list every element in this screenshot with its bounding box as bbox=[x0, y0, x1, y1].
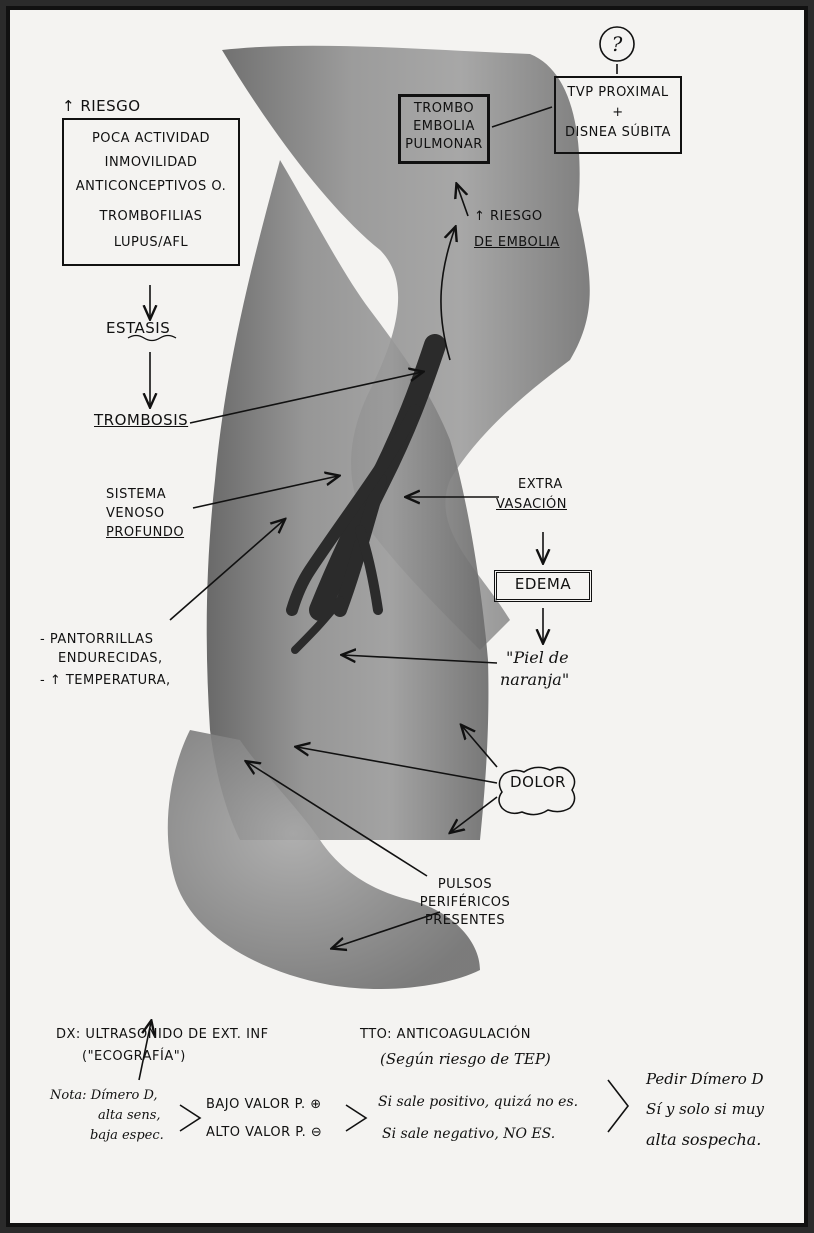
deep-system-line-2: VENOSO bbox=[106, 507, 165, 522]
tto-line-1: Tto: ANTICOAGULACIÓN bbox=[360, 1028, 531, 1043]
note-label-2: alta sens, bbox=[98, 1108, 161, 1124]
orange-peel-line-1: "Piel de bbox=[506, 648, 569, 667]
note-label-3: baja espec. bbox=[90, 1128, 164, 1144]
note-value-1: BAJO VALOR P. ⊕ bbox=[206, 1098, 322, 1113]
orange-peel-line-2: naranja" bbox=[500, 670, 569, 689]
risk-factor-1: Poca actividad bbox=[62, 132, 240, 147]
pulses-line-2: PERIFÉRICOS bbox=[410, 896, 520, 911]
tvp-line-3: DISNEA SÚBITA bbox=[554, 126, 682, 141]
tvp-line-2: + bbox=[554, 106, 682, 121]
pe-line-2: EMBOLIA bbox=[398, 120, 490, 135]
note-conclusion-2: Sí y solo si muy bbox=[646, 1100, 764, 1118]
dx-line-1: Dx: ULTRASONIDO DE EXT. INF bbox=[56, 1028, 269, 1043]
thrombosis-label: TROMBOSIS bbox=[94, 412, 188, 429]
risk-factor-2: Inmovilidad bbox=[62, 156, 240, 171]
calf-sign-3: - ↑ TEMPERATURA, bbox=[40, 674, 171, 689]
pain-label: DOLOR bbox=[496, 774, 580, 791]
risk-factor-5: Lupus/AFL bbox=[62, 236, 240, 251]
deep-system-line-3: PROFUNDO bbox=[106, 526, 184, 541]
tvp-line-1: TVP PROXIMAL bbox=[554, 86, 682, 101]
embolism-risk-line-1: ↑ RIESGO bbox=[474, 210, 543, 225]
dx-line-2: ("ECOGRAFÍA") bbox=[82, 1050, 186, 1065]
risk-factor-4: Trombofilias bbox=[62, 210, 240, 225]
risk-header: ↑ RIESGO bbox=[62, 98, 141, 115]
note-label-1: Nota: Dímero D, bbox=[50, 1088, 158, 1104]
embolism-risk-line-2: DE EMBOLIA bbox=[474, 236, 560, 251]
note-interpretation-2: Si sale negativo, NO ES. bbox=[382, 1126, 555, 1143]
extravasation-line-1: EXTRA bbox=[518, 478, 563, 493]
note-conclusion-3: alta sospecha. bbox=[646, 1130, 761, 1149]
pulses-line-1: PULSOS bbox=[410, 878, 520, 893]
pulses-line-3: PRESENTES bbox=[410, 914, 520, 929]
tto-line-2: (Según riesgo de TEP) bbox=[380, 1050, 551, 1068]
pe-line-1: TROMBO bbox=[398, 102, 490, 117]
extravasation-line-2: VASACIÓN bbox=[496, 498, 567, 513]
calf-sign-2: ENDURECIDAS, bbox=[58, 652, 163, 667]
note-conclusion-1: Pedir Dímero D bbox=[646, 1070, 764, 1088]
diagram-page: ↑ RIESGO Poca actividad Inmovilidad Anti… bbox=[6, 6, 808, 1227]
stasis-label: ESTASIS bbox=[106, 320, 170, 337]
deep-system-line-1: SISTEMA bbox=[106, 488, 166, 503]
edema-label: EDEMA bbox=[494, 576, 592, 593]
risk-factor-3: Anticonceptivos O. bbox=[62, 180, 240, 195]
note-value-2: ALTO VALOR P. ⊖ bbox=[206, 1126, 322, 1141]
pe-line-3: PULMONAR bbox=[398, 138, 490, 153]
note-interpretation-1: Si sale positivo, quizá no es. bbox=[378, 1094, 578, 1111]
calf-sign-1: - PANTORRILLAS bbox=[40, 633, 153, 648]
question-mark: ? bbox=[601, 32, 633, 56]
